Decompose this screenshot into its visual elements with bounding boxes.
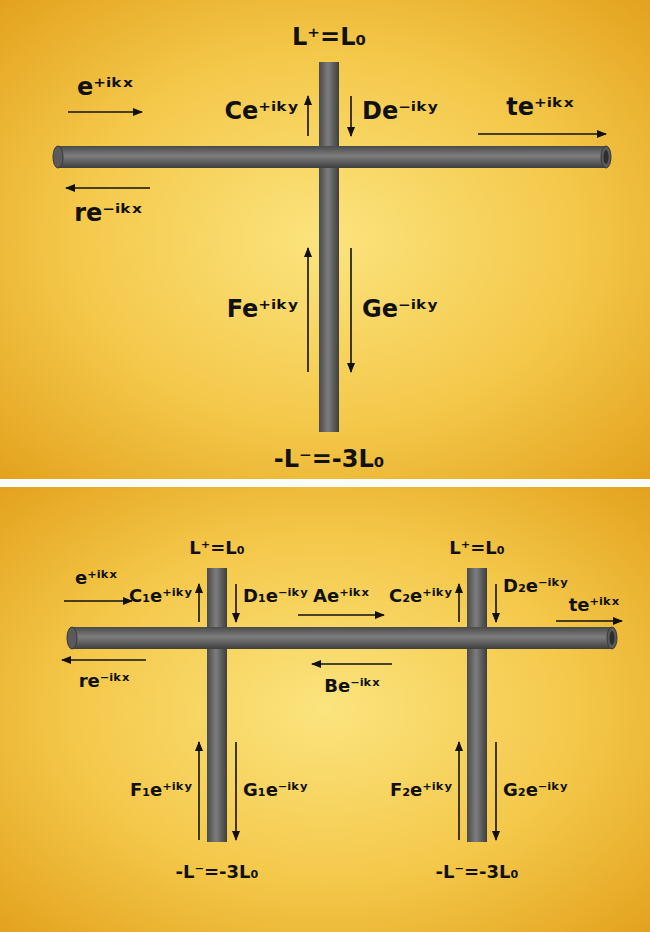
wave-arrow [198,742,200,840]
wave-label: De⁻ⁱᵏʸ [362,98,438,126]
wave-label: F₁e⁺ⁱᵏʸ [130,780,192,801]
wave-label: C₂e⁺ⁱᵏʸ [389,586,452,607]
length-label: -L⁻=-3L₀ [274,446,385,474]
wire-end [53,146,63,168]
length-label: L⁺=L₀ [449,538,504,559]
wave-label: F₂e⁺ⁱᵏʸ [390,780,452,801]
wave-label: e⁺ⁱᵏˣ [75,568,117,589]
length-label: L⁺=L₀ [189,538,244,559]
wave-label: G₁e⁻ⁱᵏʸ [243,780,308,801]
vertical-wire [207,568,227,842]
wave-arrow [307,248,309,372]
vertical-wire [467,568,487,842]
wave-arrow [235,584,237,622]
wire-end [67,627,77,649]
wire-end [601,146,611,168]
horizontal-wire [72,627,612,649]
wave-arrow [478,133,606,135]
wave-label: C₁e⁺ⁱᵏʸ [129,586,192,607]
wave-arrow [350,248,352,372]
wave-label: Ge⁻ⁱᵏʸ [362,296,438,324]
wave-arrow [66,187,150,189]
wave-arrow [312,663,392,665]
wave-label: D₁e⁻ⁱᵏʸ [243,586,308,607]
wave-arrow [198,584,200,622]
wire-end [610,631,615,645]
wave-label: te⁺ⁱᵏˣ [506,94,573,122]
wave-label: re⁻ⁱᵏˣ [74,200,142,228]
wave-arrow [458,584,460,622]
wave-arrow [62,659,146,661]
bottom-panel [0,487,650,932]
wave-arrow [298,614,384,616]
wire-end [604,150,609,164]
wave-arrow [495,742,497,840]
length-label: L⁺=L₀ [292,24,366,52]
wave-arrow [495,584,497,622]
wave-arrow [64,600,132,602]
wave-label: e⁺ⁱᵏˣ [77,74,133,102]
wave-arrow [235,742,237,840]
wave-label: Be⁻ⁱᵏˣ [324,676,380,697]
wave-arrow [458,742,460,840]
wave-label: re⁻ⁱᵏˣ [79,671,130,692]
wave-arrow [350,96,352,136]
wave-label: G₂e⁻ⁱᵏʸ [503,780,568,801]
vertical-wire [319,62,339,432]
wire-end [607,627,617,649]
length-label: -L⁻=-3L₀ [176,862,259,883]
wave-label: Ce⁺ⁱᵏʸ [224,98,298,126]
wave-label: Ae⁺ⁱᵏˣ [313,586,369,607]
wave-arrow [556,620,622,622]
wave-label: Fe⁺ⁱᵏʸ [227,296,298,324]
wave-arrow [68,111,142,113]
wave-arrow [307,96,309,136]
wave-label: te⁺ⁱᵏˣ [569,595,619,616]
horizontal-wire [58,146,606,168]
wave-label: D₂e⁻ⁱᵏʸ [503,576,568,597]
length-label: -L⁻=-3L₀ [436,862,519,883]
